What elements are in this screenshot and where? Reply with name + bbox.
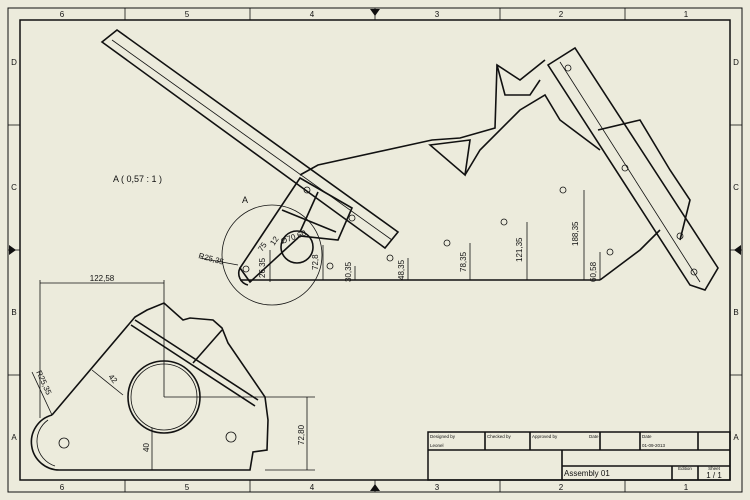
bore-circle	[280, 230, 314, 264]
zone-ticks	[8, 8, 742, 492]
main-dimension-lines	[199, 190, 601, 282]
svg-text:72,80: 72,80	[297, 424, 306, 445]
svg-text:B: B	[733, 308, 738, 317]
drawing-title: Assembly 01	[564, 469, 610, 478]
svg-text:6: 6	[60, 483, 65, 492]
detail-dimension-lines	[31, 280, 315, 471]
cutout	[428, 139, 471, 177]
svg-text:1: 1	[684, 483, 689, 492]
svg-text:122,58: 122,58	[90, 274, 115, 283]
svg-text:48,35: 48,35	[397, 259, 406, 280]
svg-text:A: A	[733, 433, 739, 442]
svg-text:188,35: 188,35	[571, 221, 580, 246]
detail-circle	[221, 204, 323, 306]
svg-text:5: 5	[185, 483, 190, 492]
svg-text:C: C	[11, 183, 17, 192]
svg-text:A: A	[11, 433, 17, 442]
row-labels: D C B A D C B A	[11, 58, 739, 442]
bracket	[239, 176, 354, 284]
svg-text:B: B	[11, 308, 16, 317]
svg-text:3: 3	[435, 10, 440, 19]
svg-text:Date: Date	[589, 434, 599, 439]
designer-name: Leonel	[430, 443, 444, 448]
svg-text:C: C	[733, 183, 739, 192]
centering-arrows	[8, 8, 742, 492]
svg-text:2: 2	[559, 483, 564, 492]
main-view: R25,35 26,35 75 12 Ø70,60 72,8 30,35 48,…	[100, 28, 719, 306]
sheet-number: 1 / 1	[706, 471, 722, 480]
outer-frame	[7, 7, 743, 493]
title-block: Designed by Leonel Checked by Approved b…	[427, 431, 731, 481]
svg-text:4: 4	[310, 483, 315, 492]
svg-text:30,35: 30,35	[344, 261, 353, 282]
svg-text:121,35: 121,35	[515, 237, 524, 262]
svg-text:Sheet: Sheet	[708, 466, 721, 471]
svg-text:Edition: Edition	[678, 466, 692, 471]
column-labels: 6 5 4 3 2 1 6 5 4 3 2 1	[60, 10, 689, 492]
svg-text:78,35: 78,35	[459, 251, 468, 272]
svg-text:60,58: 60,58	[589, 261, 598, 282]
svg-text:Designed by: Designed by	[430, 434, 456, 439]
svg-text:4: 4	[310, 10, 315, 19]
detail-marker: A	[242, 195, 248, 205]
detail-scale-label: A ( 0,57 : 1 )	[113, 174, 162, 184]
svg-text:6: 6	[60, 10, 65, 19]
svg-text:D: D	[733, 58, 739, 67]
svg-text:26,35: 26,35	[258, 257, 267, 278]
svg-text:Approved by: Approved by	[532, 434, 558, 439]
inclined-bar	[100, 28, 400, 250]
svg-text:72,8: 72,8	[311, 254, 320, 270]
svg-text:1: 1	[684, 10, 689, 19]
svg-text:Date: Date	[642, 434, 652, 439]
svg-text:3: 3	[435, 483, 440, 492]
svg-text:D: D	[11, 58, 17, 67]
date-value: 01-09-2013	[642, 443, 666, 448]
right-arm	[546, 46, 719, 291]
svg-text:5: 5	[185, 10, 190, 19]
svg-text:2: 2	[559, 10, 564, 19]
svg-text:40: 40	[142, 443, 151, 452]
svg-text:Checked by: Checked by	[487, 434, 512, 439]
